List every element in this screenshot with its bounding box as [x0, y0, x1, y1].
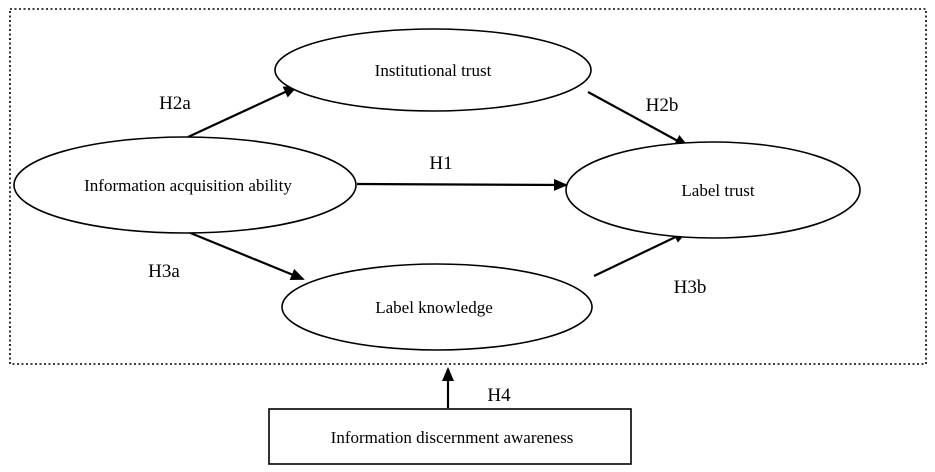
hypothesis-h2a-label: H2a — [159, 93, 191, 114]
moderation-frame — [9, 8, 927, 365]
hypothesis-h4-label: H4 — [487, 385, 511, 406]
node-information-acquisition-ability — [13, 136, 357, 234]
label-trust-label: Label trust — [681, 181, 754, 200]
arrow-h2a — [187, 86, 298, 138]
information-discernment-awareness-label: Information discernment awareness — [331, 428, 574, 447]
hypothesis-h1-label: H1 — [429, 153, 452, 174]
hypothesis-h2b-label: H2b — [646, 95, 679, 116]
information-acquisition-ability-label: Information acquisition ability — [84, 176, 292, 195]
node-label-trust — [565, 141, 861, 239]
arrow-h2b — [587, 91, 689, 147]
node-information-discernment-awareness — [268, 408, 632, 465]
arrow-h1 — [356, 178, 568, 191]
label-knowledge-label: Label knowledge — [375, 298, 493, 317]
institutional-trust-label: Institutional trust — [375, 61, 492, 80]
hypothesis-h3a-label: H3a — [148, 261, 180, 282]
node-label-knowledge — [281, 263, 593, 351]
arrow-h3b — [593, 231, 688, 277]
node-institutional-trust — [274, 28, 592, 112]
hypothesis-h3b-label: H3b — [674, 277, 707, 298]
arrow-h3a — [187, 230, 305, 281]
